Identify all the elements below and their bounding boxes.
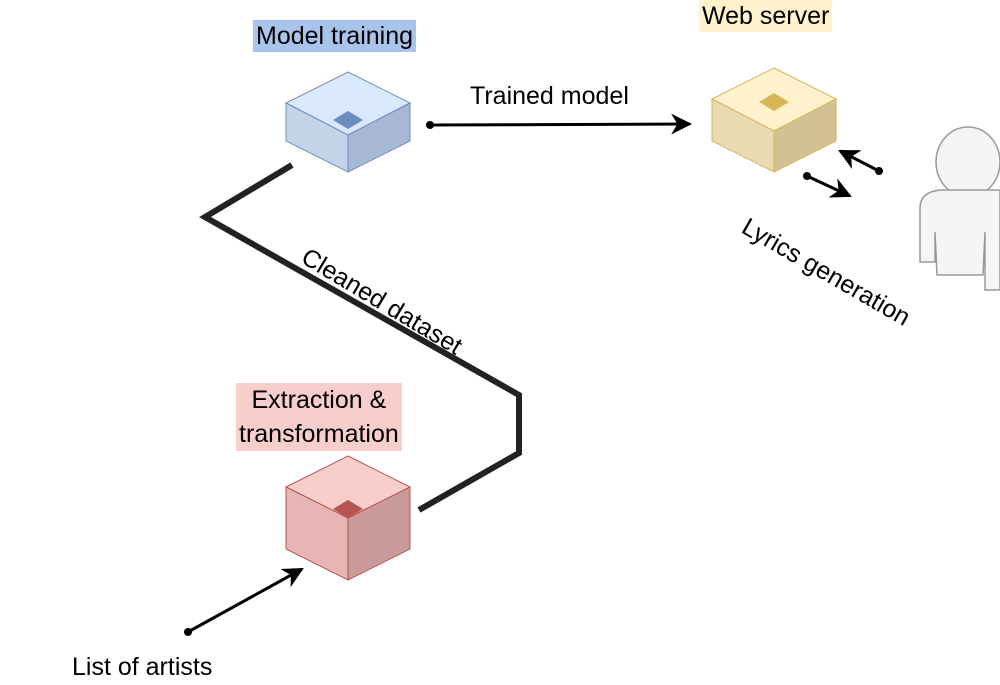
model-training-label: Model training	[253, 20, 417, 52]
trained-model-arrow	[426, 113, 693, 135]
trained-model-label: Trained model	[470, 82, 629, 110]
extraction-label: Extraction & transformation	[236, 383, 402, 451]
model-training-cube[interactable]	[284, 71, 412, 173]
extraction-label-line1: Extraction &	[251, 386, 387, 414]
list-of-artists-label: List of artists	[72, 653, 213, 681]
extraction-cube[interactable]	[284, 455, 412, 581]
user-icon	[919, 126, 1000, 291]
extraction-label-line2: transformation	[239, 420, 399, 448]
web-server-label: Web server	[699, 0, 833, 32]
lyrics-request-arrow	[838, 149, 883, 175]
lyrics-response-arrow	[803, 172, 852, 198]
web-server-cube[interactable]	[710, 67, 838, 173]
cleaned-dataset-connector	[199, 162, 522, 513]
list-of-artists-arrow	[184, 567, 304, 636]
